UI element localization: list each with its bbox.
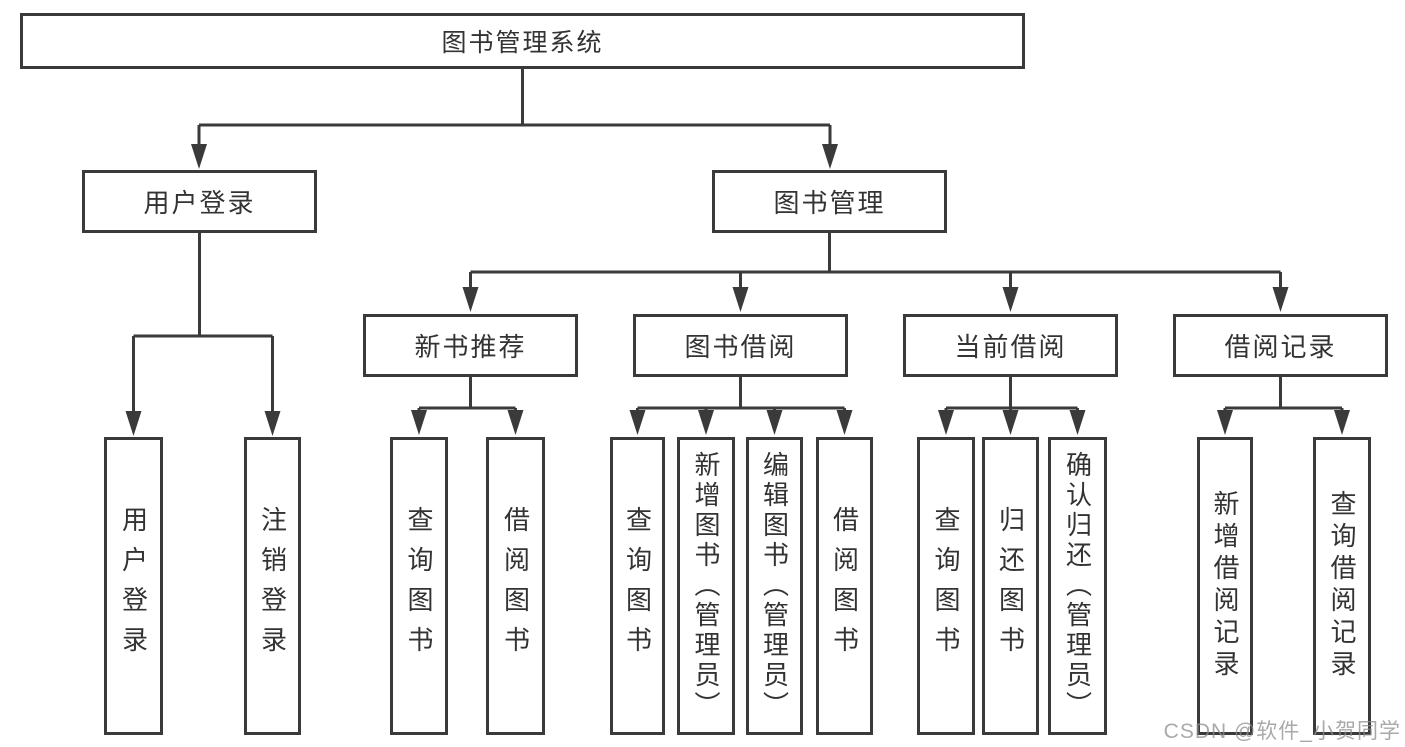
connector-book-management	[469, 232, 1282, 290]
arrowhead	[822, 144, 838, 169]
node-user-login: 用户登录	[82, 170, 317, 233]
arrowhead	[1217, 410, 1233, 435]
connector-user-login	[132, 232, 274, 414]
arrowhead	[507, 410, 524, 435]
node-borrow-records: 借阅记录	[1173, 314, 1388, 377]
leaf-label: 用户登录	[118, 506, 149, 666]
arrowhead	[629, 410, 646, 435]
node-current-borrow: 当前借阅	[903, 314, 1118, 377]
node-root-system: 图书管理系统	[20, 13, 1025, 69]
leaf-query-borrow-record: 查询借阅记录	[1313, 437, 1371, 735]
arrowhead	[1272, 287, 1289, 312]
connector-new-book	[417, 376, 517, 413]
leaf-user-login: 用户登录	[104, 437, 163, 735]
leaf-label: 查询借阅记录	[1327, 490, 1357, 682]
leaf-label: 借阅图书	[500, 506, 531, 666]
leaf-return-books: 归还图书	[982, 437, 1039, 735]
arrowhead	[766, 410, 783, 435]
leaf-query-books-3: 查询图书	[917, 437, 975, 735]
arrowheads	[125, 144, 1350, 436]
leaf-query-books-1: 查询图书	[390, 437, 448, 735]
leaf-edit-books-admin: 编辑图书（管理员）	[746, 437, 803, 735]
leaf-label: 借阅图书	[829, 506, 860, 666]
leaf-confirm-return-admin: 确认归还（管理员）	[1048, 437, 1107, 735]
arrowhead	[1002, 410, 1019, 435]
arrowhead	[1002, 287, 1019, 312]
arrowhead	[732, 287, 749, 312]
arrowhead	[938, 410, 954, 435]
leaf-label: 新增借阅记录	[1210, 490, 1240, 682]
node-book-management: 图书管理	[712, 170, 947, 233]
connector-borrow	[636, 376, 846, 413]
arrowhead	[698, 410, 714, 435]
arrowhead	[125, 411, 142, 436]
connector-root	[197, 68, 832, 148]
leaf-label: 编辑图书（管理员）	[759, 451, 790, 721]
connector-records	[1223, 376, 1344, 413]
leaf-logout: 注销登录	[244, 437, 301, 735]
leaf-borrow-books-2: 借阅图书	[816, 437, 873, 735]
arrowhead	[1069, 410, 1086, 435]
leaf-add-borrow-record: 新增借阅记录	[1197, 437, 1253, 735]
leaf-add-books-admin: 新增图书（管理员）	[677, 437, 735, 735]
arrowhead	[1334, 410, 1350, 435]
leaf-label: 新增图书（管理员）	[691, 451, 721, 721]
arrowhead	[264, 411, 281, 436]
arrowhead	[462, 287, 479, 312]
node-new-book-recommend: 新书推荐	[363, 314, 578, 377]
arrowhead	[836, 410, 853, 435]
leaf-label: 查询图书	[622, 506, 653, 666]
leaf-label: 确认归还（管理员）	[1062, 451, 1093, 721]
arrowhead	[191, 144, 207, 169]
leaf-borrow-books-1: 借阅图书	[486, 437, 545, 735]
node-book-borrow: 图书借阅	[633, 314, 848, 377]
leaf-label: 查询图书	[404, 506, 434, 666]
leaf-label: 归还图书	[995, 506, 1026, 666]
connector-current	[944, 376, 1079, 413]
leaf-label: 注销登录	[257, 506, 288, 666]
leaf-label: 查询图书	[931, 506, 961, 666]
csdn-watermark: CSDN @软件_小贺同学	[1163, 720, 1401, 743]
arrowhead	[411, 410, 427, 435]
leaf-query-books-2: 查询图书	[610, 437, 665, 735]
